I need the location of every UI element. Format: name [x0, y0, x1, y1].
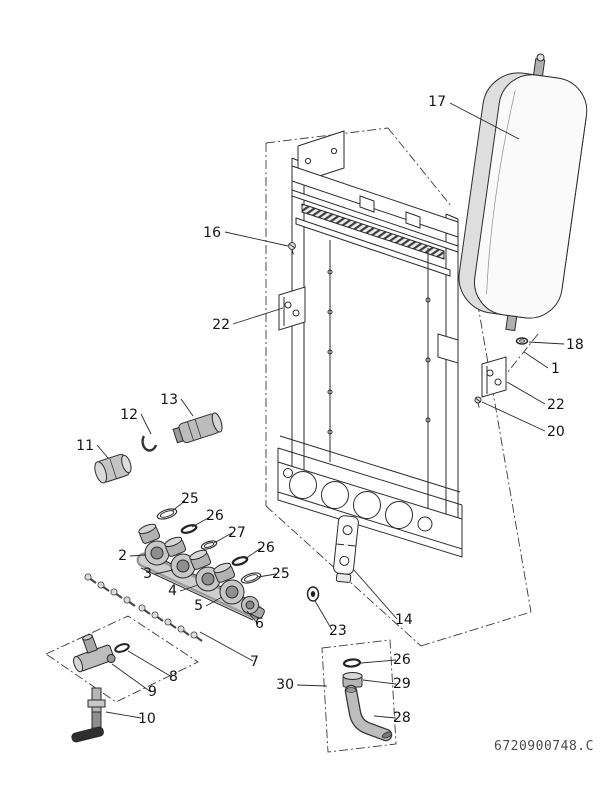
frame-right-plate: [437, 333, 459, 364]
callout-20: 20: [547, 424, 565, 440]
screw-16: [288, 242, 296, 255]
callout-10: 10: [138, 711, 156, 727]
base-hole: [321, 481, 349, 509]
valve-body-2: [138, 523, 170, 566]
base-hole-small: [417, 516, 433, 532]
frame-rail-3: [295, 217, 451, 277]
base-front-lip: [277, 492, 463, 558]
callout-26a: 26: [206, 508, 224, 524]
vessel-seam: [486, 90, 516, 295]
base-hole-small: [283, 468, 293, 478]
callout-labels: 17 16 22 18 1 22 20 13 12 11 25 26 27 2 …: [76, 94, 584, 727]
drain-valve-10: [71, 687, 106, 743]
callout-8: 8: [169, 669, 178, 685]
callout-1: 1: [551, 361, 560, 377]
callout-14: 14: [395, 612, 413, 628]
screw-row-7: [84, 573, 203, 642]
o-ring-25a: [156, 508, 178, 520]
washer-27: [200, 540, 218, 550]
sub-assembly-box-8-9: [45, 615, 199, 703]
callout-16: 16: [203, 225, 221, 241]
callout-4: 4: [168, 583, 177, 599]
valve-body-3: [164, 536, 196, 579]
service-valve-9: [73, 634, 116, 673]
callout-25b: 25: [272, 566, 290, 582]
callout-22b: 22: [547, 397, 565, 413]
base-back-edge: [277, 447, 463, 506]
vessel-valve-cap: [536, 53, 545, 62]
washer-18: [515, 337, 529, 345]
o-ring-26b: [231, 556, 249, 566]
o-ring-25b: [240, 572, 262, 584]
sub-assembly-box-28-30: [321, 639, 397, 753]
base-hole: [289, 471, 317, 499]
callout-25a: 25: [181, 491, 199, 507]
adapter-11: [94, 453, 132, 484]
callout-13: 13: [160, 392, 178, 408]
clip-12: [141, 435, 158, 452]
callout-23: 23: [329, 623, 347, 639]
frame-rail-tab-1: [359, 195, 375, 213]
valve-body-4: [189, 549, 221, 592]
callout-2: 2: [118, 548, 127, 564]
leader-lines: [96, 102, 565, 719]
drain-pipe-28: [344, 684, 393, 742]
grommet-23: [306, 586, 320, 602]
o-ring-26a: [180, 524, 198, 534]
nipple-29: [342, 672, 363, 688]
mounting-bracket-22-right: [481, 356, 507, 398]
fitting-6: [241, 596, 265, 619]
base-upper-edge: [279, 435, 461, 493]
coupling-13: [172, 412, 223, 444]
o-ring-8: [114, 643, 130, 653]
document-number: 6720900748.C: [494, 739, 594, 754]
callout-28: 28: [393, 710, 411, 726]
mounting-bracket-22-left: [278, 286, 306, 331]
callout-6: 6: [255, 616, 264, 632]
callout-27: 27: [228, 525, 246, 541]
frame-hatched-strip: [301, 203, 445, 260]
frame-rail-tab-2: [405, 211, 421, 229]
callout-12: 12: [120, 407, 138, 423]
frame-right-column: [445, 213, 459, 548]
callout-5: 5: [194, 598, 203, 614]
screw-20: [474, 396, 482, 408]
callout-9: 9: [148, 684, 157, 700]
retainer-clip-14: [333, 515, 359, 583]
base-hole: [385, 501, 413, 529]
callout-26c: 26: [393, 652, 411, 668]
callout-17: 17: [428, 94, 446, 110]
callout-3: 3: [143, 566, 152, 582]
expansion-vessel: [458, 53, 588, 332]
callout-22a: 22: [212, 317, 230, 333]
valve-body-5: [213, 562, 245, 605]
manifold-assembly: [136, 523, 265, 621]
callout-18: 18: [566, 337, 584, 353]
callout-29: 29: [393, 676, 411, 692]
callout-26b: 26: [257, 540, 275, 556]
frame-rail-2: [291, 189, 459, 253]
callout-7: 7: [250, 654, 259, 670]
frame-assembly: [277, 130, 463, 558]
o-ring-26c: [342, 658, 362, 668]
callout-11: 11: [76, 438, 94, 454]
vessel-bottom-stub: [505, 314, 518, 332]
base-hole: [353, 491, 381, 519]
callout-30: 30: [276, 677, 294, 693]
